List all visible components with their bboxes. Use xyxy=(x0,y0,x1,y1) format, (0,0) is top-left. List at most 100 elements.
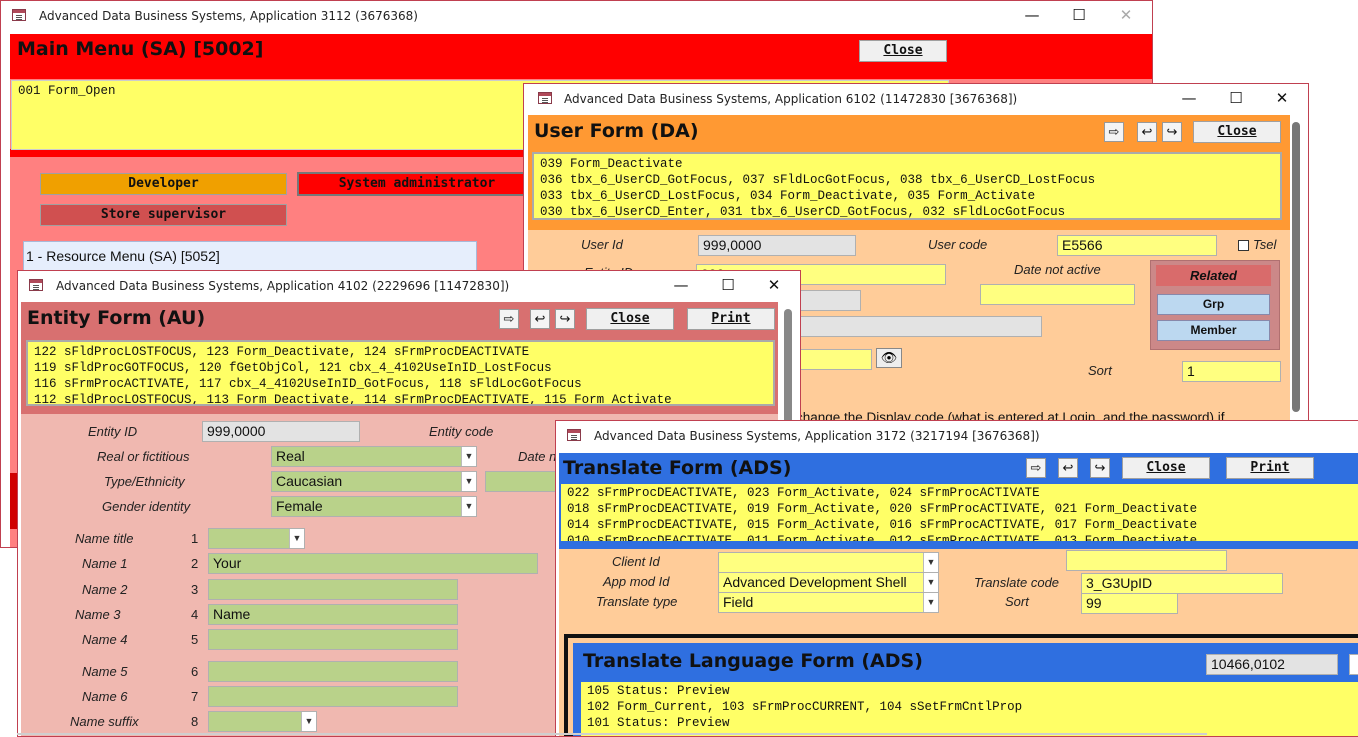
name-5-number: 6 xyxy=(191,664,199,679)
chevron-down-icon[interactable]: ▼ xyxy=(289,529,304,548)
entity-log-line: 119 sFldProcGOTFOCUS, 120 fGetObjCol, 12… xyxy=(34,361,552,375)
eye-icon[interactable]: 👁 xyxy=(876,348,902,368)
type-dropdown[interactable]: Caucasian▼ xyxy=(271,471,477,492)
user-close-button[interactable]: Close xyxy=(1193,121,1281,143)
chevron-down-icon[interactable]: ▼ xyxy=(461,497,476,516)
main-header xyxy=(10,34,1152,79)
user-form-title: User Form (DA) xyxy=(534,120,699,142)
chevron-down-icon[interactable]: ▼ xyxy=(301,712,316,731)
window-title: Advanced Data Business Systems, Applicat… xyxy=(594,429,1040,443)
redo-icon[interactable]: ↪ xyxy=(1162,122,1182,142)
maximize-icon[interactable]: ☐ xyxy=(1229,89,1243,107)
maximize-icon[interactable]: ☐ xyxy=(721,276,735,294)
redo-icon[interactable]: ↪ xyxy=(1090,458,1110,478)
language-id-field[interactable]: 10466,0102 xyxy=(1206,654,1338,675)
chevron-down-icon[interactable]: ▼ xyxy=(923,573,938,592)
list-icon[interactable]: ⇨ xyxy=(1104,122,1124,142)
gender-dropdown[interactable]: Female ▼ xyxy=(271,496,477,517)
name-2-field[interactable] xyxy=(208,579,458,600)
app-icon xyxy=(567,429,581,441)
entity-print-button[interactable]: Print xyxy=(687,308,775,330)
tsel-checkbox[interactable] xyxy=(1238,240,1249,251)
user-id-field[interactable]: 999,0000 xyxy=(698,235,856,256)
developer-button[interactable]: Developer xyxy=(40,173,287,195)
user-code-field[interactable]: E5566 xyxy=(1057,235,1217,256)
client-extra-field[interactable] xyxy=(1066,550,1227,571)
language-log: 105 Status: Preview 102 Form_Current, 10… xyxy=(581,682,1358,736)
close-icon[interactable]: ✕ xyxy=(1119,6,1133,24)
entity-form-title: Entity Form (AU) xyxy=(27,307,206,329)
translate-type-label: Translate type xyxy=(596,594,678,609)
real-dropdown[interactable]: Real▼ xyxy=(271,446,477,467)
chevron-down-icon[interactable]: ▼ xyxy=(461,447,476,466)
name-4-field[interactable] xyxy=(208,629,458,650)
name-suffix-dropdown[interactable]: ▼ xyxy=(208,711,317,732)
language-extra-field[interactable] xyxy=(1349,654,1358,675)
name-suffix-label: Name suffix xyxy=(70,714,139,729)
list-icon[interactable]: ⇨ xyxy=(499,309,519,329)
close-icon[interactable]: ✕ xyxy=(1275,89,1289,107)
member-button[interactable]: Member xyxy=(1157,320,1270,341)
name-1-label: Name 1 xyxy=(82,556,128,571)
undo-icon[interactable]: ↩ xyxy=(530,309,550,329)
main-titlebar: Advanced Data Business Systems, Applicat… xyxy=(1,1,1152,31)
minimize-icon[interactable]: — xyxy=(1181,89,1197,107)
entity-extra-field[interactable] xyxy=(485,471,565,492)
translate-type-dropdown[interactable]: Field▼ xyxy=(718,592,939,613)
name-2-number: 3 xyxy=(191,582,199,597)
chevron-down-icon[interactable]: ▼ xyxy=(923,553,938,572)
entity-titlebar: Advanced Data Business Systems, Applicat… xyxy=(18,271,800,301)
menu-item-resource[interactable]: 1 - Resource Menu (SA) [5052] xyxy=(23,241,477,271)
translate-code-field[interactable]: 3_G3UpID xyxy=(1081,573,1283,594)
app-mod-value: Advanced Development Shell xyxy=(723,574,907,590)
entity-close-button[interactable]: Close xyxy=(586,308,674,330)
entity-log-line: 112 sFldProcLOSTFOCUS, 113 Form_Deactiva… xyxy=(34,393,672,406)
name-3-field[interactable]: Name xyxy=(208,604,458,625)
name-1-field[interactable]: Your xyxy=(208,553,538,574)
date-not-active-field[interactable] xyxy=(980,284,1135,305)
user-log-line: 036 tbx_6_UserCD_GotFocus, 037 sFldLocGo… xyxy=(540,173,1096,187)
redo-icon[interactable]: ↪ xyxy=(555,309,575,329)
main-log-line: 001 Form_Open xyxy=(18,84,116,98)
user-sort-label: Sort xyxy=(1088,363,1112,378)
name-2-label: Name 2 xyxy=(82,582,128,597)
minimize-icon[interactable]: — xyxy=(1024,6,1040,24)
minimize-icon[interactable]: — xyxy=(673,276,689,294)
user-field-b[interactable] xyxy=(794,316,1042,337)
grp-button[interactable]: Grp xyxy=(1157,294,1270,315)
close-icon[interactable]: ✕ xyxy=(767,276,781,294)
user-scrollbar[interactable] xyxy=(1292,122,1300,412)
name-6-label: Name 6 xyxy=(82,689,128,704)
translate-code-label: Translate code xyxy=(974,575,1060,590)
user-log-line: 033 tbx_6_UserCD_LostFocus, 034 Form_Dea… xyxy=(540,189,1036,203)
user-field-c[interactable] xyxy=(794,349,872,370)
translate-log-line: 018 sFrmProcDEACTIVATE, 019 Form_Activat… xyxy=(567,502,1198,516)
translate-print-button[interactable]: Print xyxy=(1226,457,1314,479)
translate-sort-field[interactable]: 99 xyxy=(1081,593,1178,614)
undo-icon[interactable]: ↩ xyxy=(1137,122,1157,142)
chevron-down-icon[interactable]: ▼ xyxy=(923,593,938,612)
translate-titlebar: Advanced Data Business Systems, Applicat… xyxy=(556,421,1358,451)
app-mod-dropdown[interactable]: Advanced Development Shell ▼ xyxy=(718,572,939,593)
main-close-button[interactable]: Close xyxy=(859,40,947,62)
list-icon[interactable]: ⇨ xyxy=(1026,458,1046,478)
related-label: Related xyxy=(1156,265,1271,286)
name-title-label: Name title xyxy=(75,531,134,546)
user-field-a[interactable] xyxy=(794,290,861,311)
undo-icon[interactable]: ↩ xyxy=(1058,458,1078,478)
name-title-dropdown[interactable]: ▼ xyxy=(208,528,305,549)
name-5-field[interactable] xyxy=(208,661,458,682)
gender-value: Female xyxy=(276,498,323,514)
user-code-label: User code xyxy=(928,237,988,252)
user-sort-field[interactable]: 1 xyxy=(1182,361,1281,382)
name-6-field[interactable] xyxy=(208,686,458,707)
translate-close-button[interactable]: Close xyxy=(1122,457,1210,479)
client-id-dropdown[interactable]: ▼ xyxy=(718,552,939,573)
store-supervisor-button[interactable]: Store supervisor xyxy=(40,204,287,226)
window-title: Advanced Data Business Systems, Applicat… xyxy=(564,92,1018,106)
system-administrator-button[interactable]: System administrator xyxy=(297,172,537,196)
entity-id-field[interactable]: 999,0000 xyxy=(202,421,360,442)
maximize-icon[interactable]: ☐ xyxy=(1072,6,1086,24)
user-log-line: 030 tbx_6_UserCD_Enter, 031 tbx_6_UserCD… xyxy=(540,205,1066,219)
chevron-down-icon[interactable]: ▼ xyxy=(461,472,476,491)
